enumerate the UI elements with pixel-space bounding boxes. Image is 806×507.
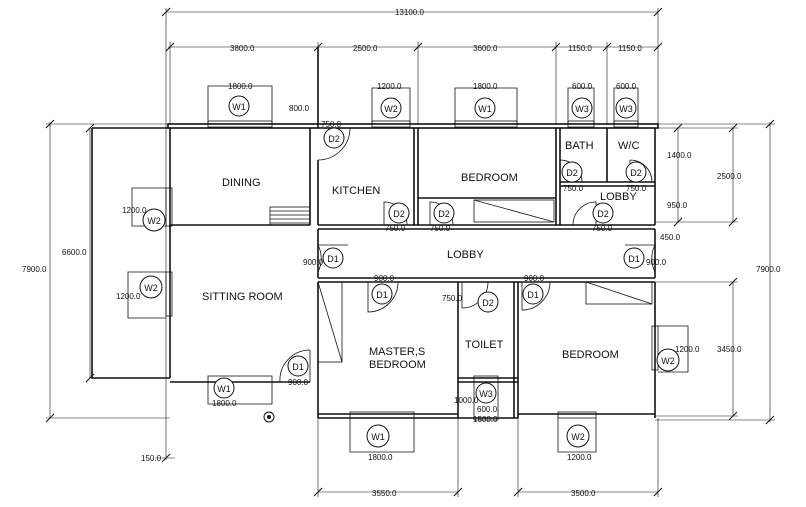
tag-w2-kitchen: W2 — [384, 104, 398, 114]
tag-d2-lobby: D2 — [597, 209, 609, 219]
dim-w1-master: 1800.0 — [368, 453, 393, 462]
dim-w3-bath: 600.0 — [572, 82, 593, 91]
dim-toilet-1500: 1500.0 — [473, 415, 498, 424]
room-label-sitting: SITTING ROOM — [202, 291, 283, 303]
dim-lobby-950: 950.0 — [667, 201, 688, 210]
dim-win-800: 800.0 — [289, 104, 310, 113]
tag-d2-bath: D2 — [566, 168, 578, 178]
tag-w1-sitting: W1 — [217, 384, 231, 394]
dim-door-master: 900.0 — [374, 274, 395, 283]
dim-door-bath: 750.0 — [563, 184, 584, 193]
dim-bottom-3550: 3550.0 — [372, 489, 397, 498]
dim-door-bedroom: 750.0 — [430, 224, 451, 233]
dim-door-lobby-right: 900.0 — [646, 258, 667, 267]
tag-w1-dining: W1 — [232, 102, 246, 112]
dim-w3-toilet: 600.0 — [477, 405, 498, 414]
dim-door-wc: 750.0 — [626, 184, 647, 193]
room-label-lobby-center: LOBBY — [447, 249, 484, 261]
room-label-dining: DINING — [222, 177, 261, 189]
tag-d2-kitchen-lobby: D2 — [393, 209, 405, 219]
dim-right-3450: 3450.0 — [717, 345, 742, 354]
tag-d2-wc: D2 — [630, 168, 642, 178]
dim-w1-bedroom: 1800.0 — [473, 82, 498, 91]
room-label-toilet: TOILET — [465, 339, 504, 351]
tag-w1-master: W1 — [371, 432, 385, 442]
tag-circles — [139, 95, 680, 448]
tag-d2-toilet: D2 — [482, 298, 494, 308]
dim-door-sitting: 900.0 — [288, 378, 309, 387]
dim-w3-wc: 600.0 — [616, 82, 637, 91]
dim-toilet-1000: 1000.0 — [454, 396, 479, 405]
overall-dimensions — [46, 8, 775, 497]
room-label-bath: BATH — [565, 140, 594, 152]
dim-overall-width: 13100.0 — [395, 8, 424, 17]
tag-w1-bedroom: W1 — [478, 104, 492, 114]
dim-bath-1400: 1400.0 — [667, 151, 692, 160]
marker-circle — [263, 411, 275, 423]
dim-w1-dining: 1800.0 — [228, 82, 253, 91]
windows — [127, 85, 689, 453]
dim-w2-dining: 1200.0 — [122, 206, 147, 215]
dim-bottom-3500: 3500.0 — [571, 489, 596, 498]
room-label-master-2: BEDROOM — [369, 359, 426, 371]
dim-door-kitchen: 750.0 — [321, 120, 342, 129]
room-label-kitchen: KITCHEN — [332, 185, 380, 197]
dim-door-toilet: 750.0 — [442, 294, 463, 303]
tag-w2-dining: W2 — [147, 216, 161, 226]
tag-d1-bedroom: D1 — [527, 290, 539, 300]
dim-left-7900: 7900.0 — [22, 265, 47, 274]
dim-door-bedroom-bottom: 900.0 — [524, 274, 545, 283]
dim-door-lobby-left: 900.0 — [303, 258, 324, 267]
tag-w3-bath: W3 — [575, 104, 589, 114]
room-label-master-1: MASTER,S — [369, 346, 425, 358]
dim-top-kitchen: 2500.0 — [353, 44, 378, 53]
room-label-bedroom-bottom: BEDROOM — [562, 349, 619, 361]
tag-d1-lobby-left: D1 — [327, 254, 339, 264]
tag-d1-sitting: D1 — [292, 362, 304, 372]
tag-d2-bedroom: D2 — [438, 209, 450, 219]
tag-d1-lobby-right: D1 — [628, 254, 640, 264]
tag-w2-sitting: W2 — [144, 283, 158, 293]
room-label-bedroom-top: BEDROOM — [461, 172, 518, 184]
dim-right-7900: 7900.0 — [756, 265, 781, 274]
dim-door-kitchen-lobby: 750.0 — [385, 224, 406, 233]
dim-top-wc: 1150.0 — [618, 44, 642, 53]
dim-w1-sitting: 1800.0 — [212, 399, 237, 408]
room-label-wc: W/C — [618, 140, 639, 152]
tag-w2-bedroom: W2 — [571, 432, 585, 442]
dim-right-2500: 2500.0 — [717, 172, 742, 181]
tag-w2-bedroom-right: W2 — [661, 356, 675, 366]
tag-d2-kitchen: D2 — [328, 134, 340, 144]
dim-w2-bedroom: 1200.0 — [567, 453, 592, 462]
room-label-lobby-right: LOBBY — [600, 191, 637, 203]
tag-w3-wc: W3 — [619, 104, 633, 114]
dim-top-bath: 1150.0 — [568, 44, 592, 53]
dim-top-dining: 3800.0 — [230, 44, 255, 53]
dim-door-lobby: 750.0 — [592, 224, 613, 233]
dim-left-6600: 6600.0 — [62, 248, 87, 257]
tick-marks — [45, 7, 775, 497]
dim-w2-kitchen: 1200.0 — [377, 82, 402, 91]
dim-top-bedroom: 3600.0 — [473, 44, 498, 53]
marker-circle-inner — [267, 415, 271, 419]
dim-h-450: 450.0 — [660, 233, 681, 242]
tag-d1-master: D1 — [376, 290, 388, 300]
dim-w2-bedroom-right: 1200.0 — [675, 345, 700, 354]
dim-w2-sitting: 1200.0 — [116, 292, 141, 301]
dim-corner-150: 150.0 — [141, 454, 162, 463]
tag-w3-toilet: W3 — [479, 389, 493, 399]
